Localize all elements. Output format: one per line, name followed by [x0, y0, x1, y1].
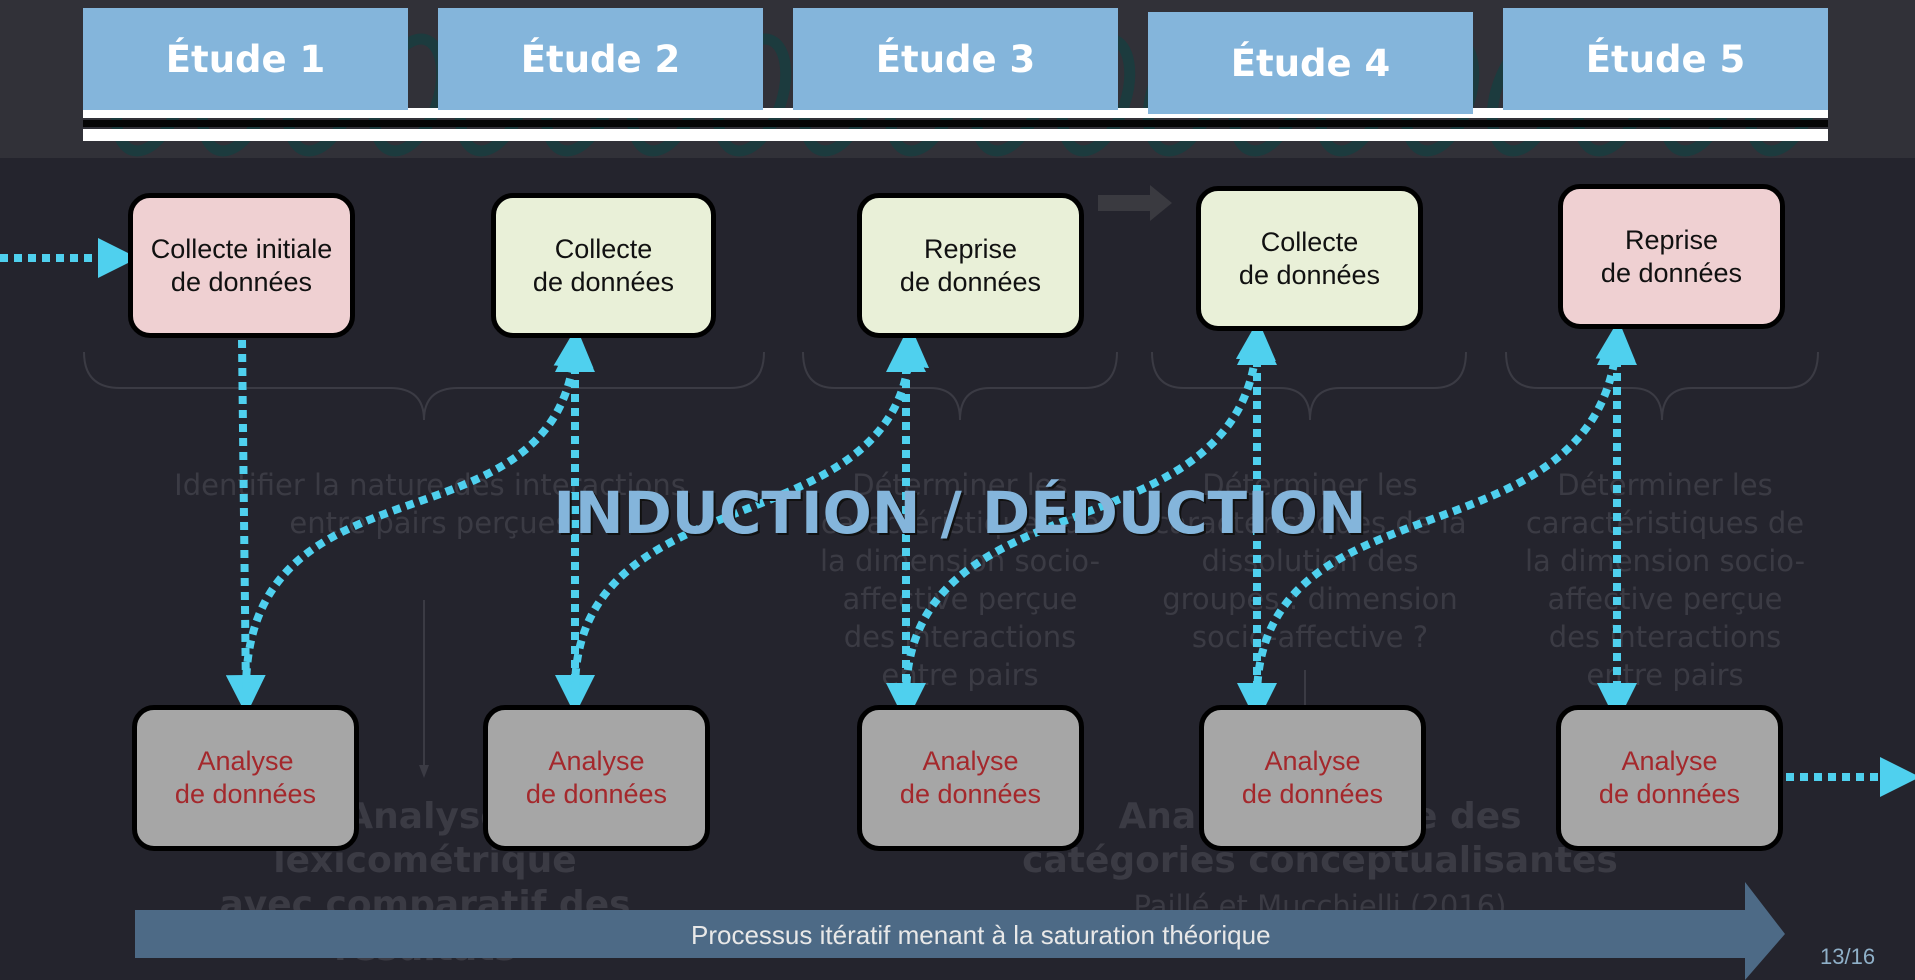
header-rule-top: [83, 108, 1828, 118]
objective-text-5: Déterminer les caractéristiques de la di…: [1524, 468, 1806, 692]
process-arrow: [135, 882, 1785, 980]
study-header-3: Étude 3: [793, 8, 1118, 110]
study-header-1: Étude 1: [83, 8, 408, 110]
analysis-box-3: Analyse de données: [857, 705, 1084, 851]
objective-text-1: Identifier la nature des interactions en…: [174, 468, 686, 540]
analysis-box-2: Analyse de données: [483, 705, 710, 851]
arrow-analysis4-to-collect5: [1253, 320, 1636, 699]
header-rule-middle: [83, 120, 1828, 127]
arrow-analysis3-to-collect4: [902, 320, 1276, 699]
page-number: 13/16: [1820, 944, 1876, 969]
collect-box-5: Reprise de données: [1558, 184, 1785, 329]
study-header-4: Étude 4: [1148, 12, 1473, 114]
arrow-collect1-to-analysis1: [225, 339, 266, 715]
analysis-box-4: Analyse de données: [1199, 705, 1426, 851]
analysis-box-5: Analyse de données: [1556, 705, 1783, 851]
collect-box-2: Collecte de données: [491, 193, 716, 338]
collect-box-4: Collecte de données: [1196, 186, 1423, 331]
header-rule-bottom: [83, 129, 1828, 141]
induction-deduction-title: INDUCTION / DÉDUCTION: [553, 479, 1367, 547]
arrow-analysis1-to-collect2: [242, 327, 594, 691]
study-header-2: Étude 2: [438, 8, 763, 110]
collect-box-1: Collecte initiale de données: [128, 193, 355, 338]
process-arrow-label: Processus itératif menant à la saturatio…: [691, 920, 1271, 950]
collect-box-3: Reprise de données: [857, 193, 1084, 338]
study-header-5: Étude 5: [1503, 8, 1828, 110]
ghost-down-arrowhead: [419, 765, 429, 778]
ghost-braces: [83, 351, 1819, 421]
ghost-right-arrow: [1098, 185, 1172, 221]
analysis-box-1: Analyse de données: [132, 705, 359, 851]
